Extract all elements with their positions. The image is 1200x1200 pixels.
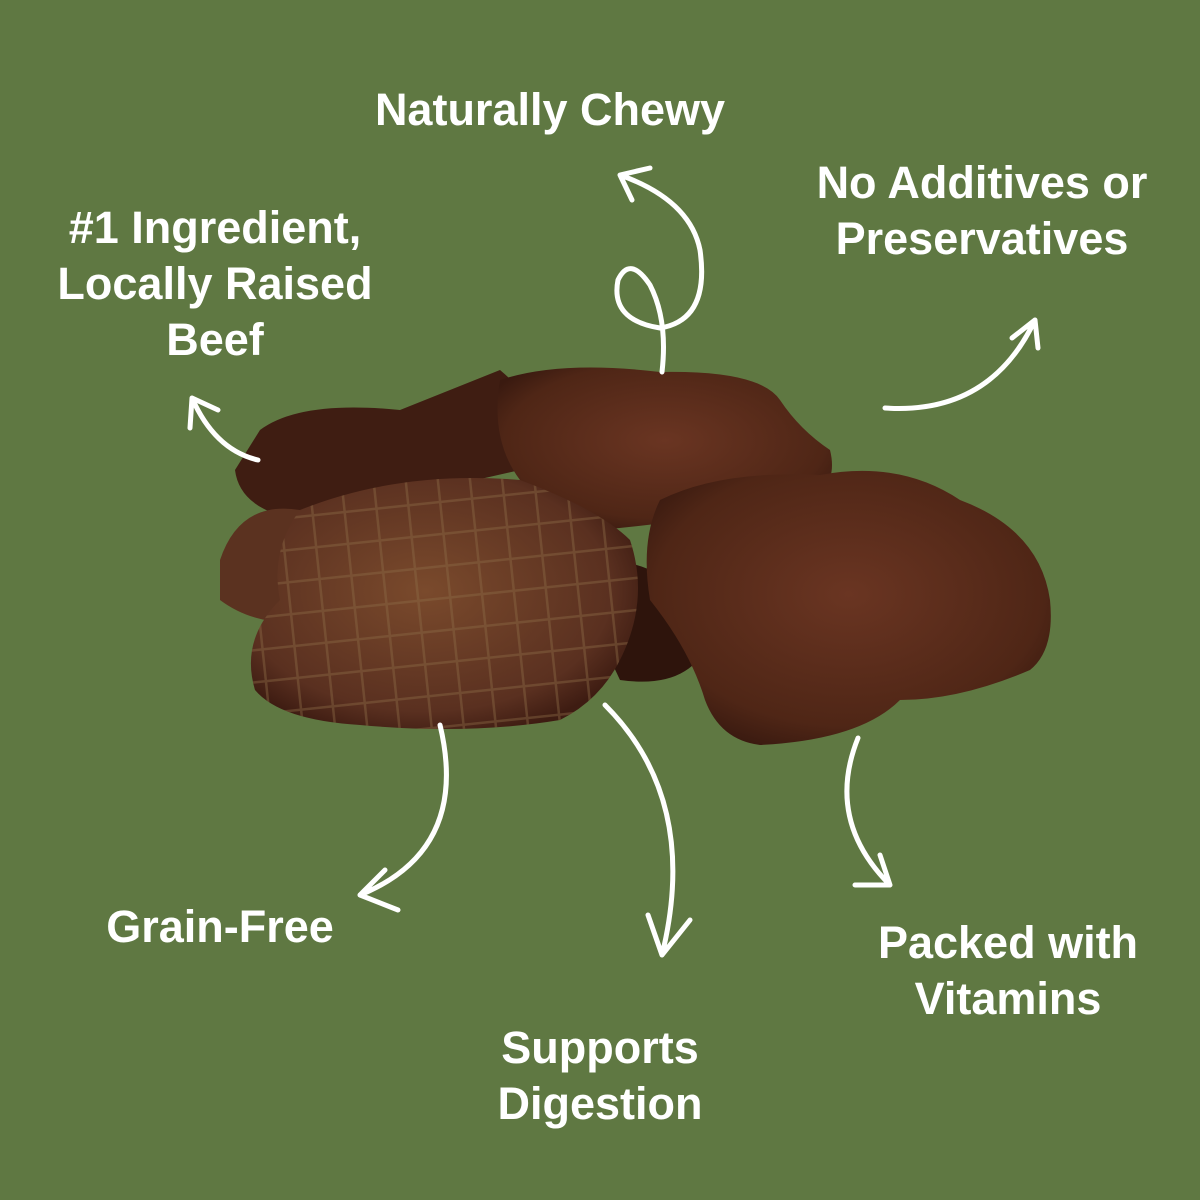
label-line: Grain-Free	[106, 901, 334, 952]
label-line: Digestion	[497, 1078, 703, 1129]
label-line: Beef	[166, 314, 264, 365]
arrow-digestion	[602, 702, 693, 958]
label-line: Naturally Chewy	[374, 84, 726, 135]
label-naturally-chewy: Naturally Chewy	[375, 82, 725, 138]
arrow-vitamins	[844, 735, 893, 888]
arrow-additives	[882, 317, 1041, 411]
label-no-additives: No Additives or Preservatives	[817, 155, 1148, 267]
label-line: No Additives or	[816, 157, 1148, 208]
label-grain-free: Grain-Free	[106, 899, 334, 955]
label-line: Preservatives	[835, 213, 1129, 264]
arrow-chewy	[614, 165, 705, 375]
label-line: Vitamins	[914, 973, 1102, 1024]
treat-right	[646, 470, 1051, 745]
label-line: Locally Raised	[57, 258, 373, 309]
arrow-ingredient	[187, 395, 261, 463]
label-ingredient: #1 Ingredient, Locally Raised Beef	[57, 200, 372, 368]
label-line: Supports	[501, 1022, 699, 1073]
arrow-grain	[357, 722, 449, 913]
label-supports-digestion: Supports Digestion	[497, 1020, 702, 1132]
label-line: Packed with	[877, 917, 1139, 968]
label-line: #1 Ingredient,	[68, 202, 362, 253]
label-packed-vitamins: Packed with Vitamins	[878, 915, 1138, 1027]
